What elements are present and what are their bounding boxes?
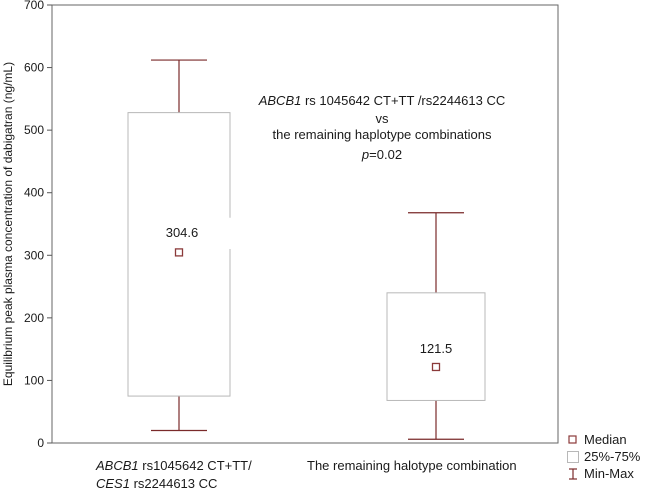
y-tick-label: 0 (37, 436, 44, 450)
median-marker (431, 362, 441, 372)
y-tick-label: 600 (24, 61, 44, 75)
annotation-line-4: p=0.02 (361, 147, 402, 162)
median-value-label-2: 121.5 (420, 341, 453, 356)
boxes-layer (127, 59, 486, 440)
annotation-line-1: ABCB1 rs 1045642 CT+TT /rs2244613 CC (258, 93, 506, 108)
legend-item-whisker: Min-Max (566, 465, 640, 482)
iqr-box (386, 292, 486, 401)
x-category-label-1: ABCB1 rs1045642 CT+TT/ CES1 rs2244613 CC (96, 458, 252, 491)
median-marker (174, 248, 184, 257)
plot-area (51, 4, 559, 444)
small-square-icon (566, 433, 580, 447)
y-axis-ticks: 0 100 200 300 400 500 600 700 (24, 0, 52, 450)
y-tick-label: 500 (24, 123, 44, 137)
y-tick-label: 700 (24, 0, 44, 12)
median-value-label-1: 304.6 (166, 225, 199, 240)
x-category-label-2: The remaining halotype combination (307, 458, 517, 473)
legend-label-median: Median (584, 432, 627, 447)
box-group-1 (127, 59, 231, 432)
whisker-icon (566, 467, 580, 481)
y-tick-label: 400 (24, 186, 44, 200)
y-tick-label: 100 (24, 373, 44, 387)
annotation-line-2: vs (376, 111, 390, 126)
annotation-line-3: the remaining haplotype combinations (273, 127, 492, 142)
box-icon (566, 450, 580, 464)
legend-item-box: 25%-75% (566, 448, 640, 465)
chart-legend: Median 25%-75% Min-Max (566, 431, 640, 482)
comparison-annotation: ABCB1 rs 1045642 CT+TT /rs2244613 CC vs … (234, 88, 530, 164)
legend-label-box: 25%-75% (584, 449, 641, 464)
box-group-2 (386, 212, 486, 440)
y-axis-label: Equilibrium peak plasma concentration of… (1, 62, 15, 386)
y-tick-label: 300 (24, 248, 44, 262)
annotation-gap (229, 217, 235, 250)
y-tick-label: 200 (24, 311, 44, 325)
legend-label-whisker: Min-Max (584, 466, 634, 481)
legend-item-median: Median (566, 431, 640, 448)
